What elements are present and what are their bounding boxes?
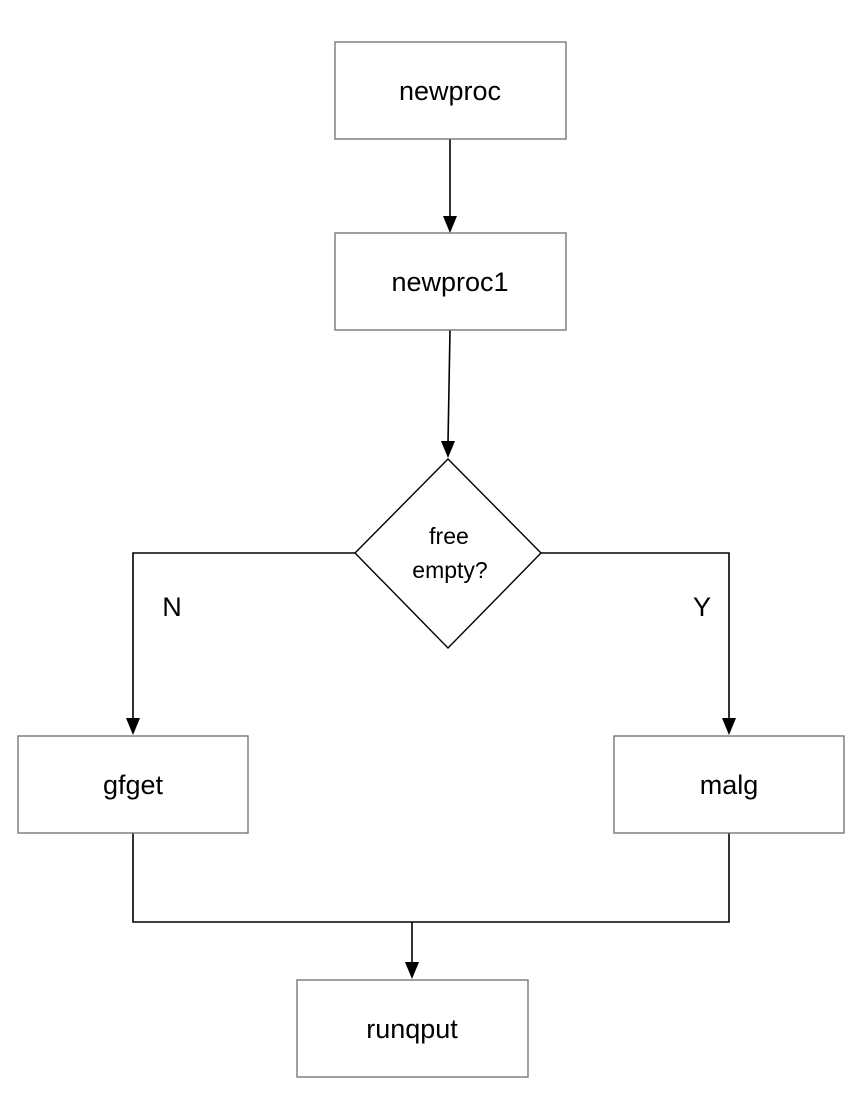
node-decision: free empty? [354,458,542,650]
edge-newproc1-to-decision [447,329,451,444]
node-malg-label: malg [700,770,759,800]
node-newproc1-label: newproc1 [391,267,508,297]
node-newproc1: newproc1 [334,232,567,331]
node-newproc-box [334,41,567,140]
node-newproc1-box [334,232,567,331]
node-malg-box [613,735,845,834]
arrowhead-newproc1 [443,216,457,233]
branch-label-no: N [162,592,182,622]
branch-label-yes: Y [693,592,711,622]
edges [126,139,736,979]
edge-decision-to-gfget [132,552,355,720]
node-decision-label-line2: empty? [412,557,487,583]
node-gfget: gfget [17,735,249,834]
arrowhead-runqput [405,962,419,979]
node-runqput-box [296,979,529,1078]
node-gfget-box [17,735,249,834]
node-newproc: newproc [334,41,567,140]
node-runqput-label: runqput [366,1014,458,1044]
arrowhead-gfget [126,718,140,735]
arrowhead-malg [722,718,736,735]
node-decision-diamond [354,458,542,650]
edge-decision-to-malg [541,552,730,720]
node-runqput: runqput [296,979,529,1078]
node-decision-label-line1: free [429,523,469,549]
node-newproc-label: newproc [399,76,501,106]
arrowhead-decision [441,441,455,458]
edge-merge [132,833,730,923]
node-malg: malg [613,735,845,834]
node-gfget-label: gfget [103,770,164,800]
